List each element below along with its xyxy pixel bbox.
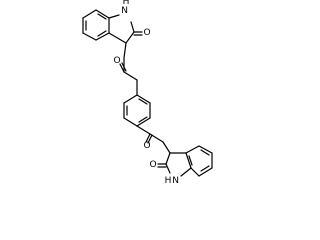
bond	[198, 167, 213, 177]
bond	[162, 141, 171, 154]
bond	[108, 14, 120, 19]
atom-label-o-lactam-top: O	[143, 28, 150, 38]
bond	[185, 145, 200, 154]
bond	[123, 94, 138, 104]
bond	[200, 149, 210, 156]
bond	[198, 145, 213, 154]
bond	[188, 155, 193, 166]
bond	[82, 9, 97, 19]
bond	[136, 117, 151, 127]
bond	[123, 71, 138, 81]
bonds	[82, 9, 213, 177]
bond	[165, 163, 171, 174]
chemical-structure-diagram: N H O O O O N H	[82, 0, 213, 186]
bond	[190, 167, 200, 177]
bond	[95, 9, 110, 19]
bond	[125, 31, 135, 44]
bond	[123, 42, 127, 59]
bond	[130, 21, 135, 33]
bond	[136, 125, 151, 135]
atom-label-nh-bottom: N H	[165, 176, 182, 186]
atom-labels: N H O O O O N H	[113, 0, 182, 186]
atom-label-o-ketone-top: O	[113, 56, 120, 66]
bond	[138, 116, 148, 123]
bond	[147, 134, 153, 144]
atom-label-n: N	[172, 176, 179, 186]
bond	[97, 30, 107, 37]
bond	[108, 32, 127, 44]
atom-label-o-ketone-bottom: O	[143, 141, 150, 151]
bond	[200, 165, 210, 172]
bond	[95, 32, 110, 41]
bond	[145, 133, 151, 143]
bond	[180, 167, 192, 177]
bond	[165, 152, 171, 165]
atom-label-o-lactam-bottom: O	[149, 160, 156, 170]
bond	[97, 13, 107, 20]
bond	[82, 32, 97, 41]
bond	[149, 133, 164, 143]
bond	[136, 94, 151, 104]
bond	[185, 152, 192, 169]
bond	[121, 62, 127, 72]
bond	[138, 98, 148, 105]
atom-label-h: H	[165, 176, 172, 186]
bond	[119, 63, 125, 73]
atom-label-nh-top: N H	[121, 0, 131, 16]
bond	[123, 117, 138, 127]
atom-label-h: H	[123, 0, 130, 7]
atom-label-n: N	[121, 6, 128, 16]
